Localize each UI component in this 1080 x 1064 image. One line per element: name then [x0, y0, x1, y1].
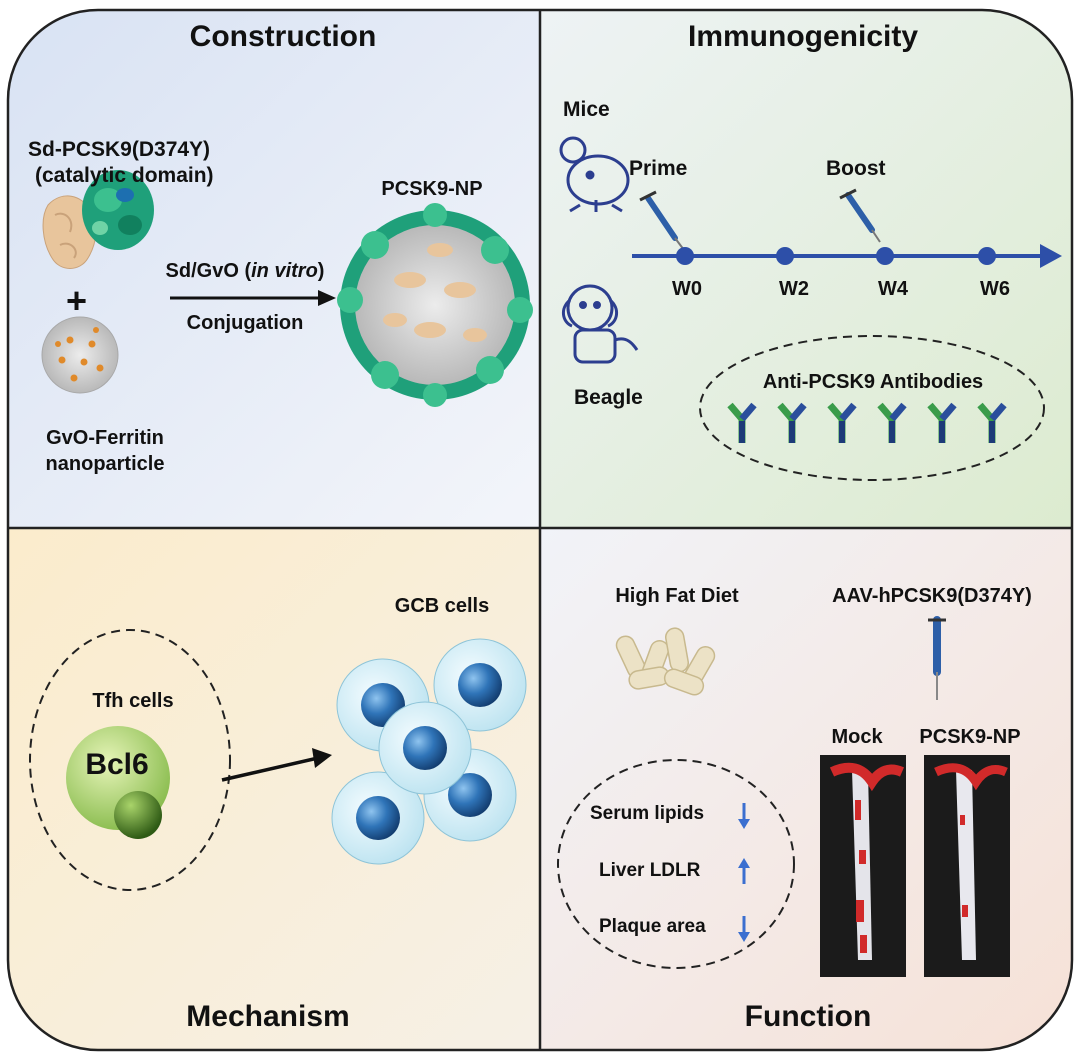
timepoint-label: W0	[672, 278, 702, 300]
reaction-arrow	[170, 290, 336, 306]
outcome-arrows	[738, 803, 750, 942]
immunogenicity-panel	[540, 10, 1072, 528]
timepoint-label: W4	[878, 278, 908, 300]
antibody-icon	[977, 402, 1007, 443]
group-pcsk9-np-label: PCSK9-NP	[919, 726, 1021, 748]
timepoint-label: W6	[980, 278, 1010, 300]
outcome-serum-lipids: Serum lipids	[590, 803, 705, 824]
antigen-subtitle: (catalytic domain)	[35, 164, 214, 187]
timepoint-dot	[676, 247, 694, 265]
antibody-icon	[727, 402, 757, 443]
ferritin-nanoparticle-icon	[41, 316, 119, 394]
timeline-dots	[676, 247, 996, 265]
antibody-label: Anti-PCSK9 Antibodies	[762, 371, 984, 393]
carrier-name-line1: GvO-Ferritin	[46, 427, 164, 449]
beagle-icon	[562, 284, 639, 364]
antibody-icon	[827, 402, 857, 443]
conjugation-label: Conjugation	[186, 312, 304, 334]
prime-label: Prime	[629, 157, 688, 180]
product-name: PCSK9-NP	[381, 178, 483, 200]
plus-sign: +	[66, 280, 88, 321]
function-title: Function	[744, 1000, 872, 1033]
outcome-liver-ldlr: Liver LDLR	[599, 860, 701, 881]
antibody-icon	[877, 402, 907, 443]
gcb-cells-icon	[331, 638, 527, 865]
aorta-photo-mock	[820, 755, 906, 977]
mechanism-title: Mechanism	[186, 1000, 350, 1033]
antibody-ellipse	[699, 335, 1045, 481]
bcl6-label: Bcl6	[85, 748, 149, 781]
aorta-photo-pcsk9-np	[924, 755, 1010, 977]
syringe-aav-icon	[928, 616, 946, 700]
antibody-row	[727, 402, 1007, 443]
syringe-boost-icon	[839, 188, 881, 243]
timepoint-dot	[776, 247, 794, 265]
antibody-icon	[777, 402, 807, 443]
capsules-icon	[615, 627, 716, 696]
arrow-down-icon	[738, 916, 750, 942]
outcome-ellipse	[557, 759, 795, 969]
arrow-down-icon	[738, 803, 750, 829]
mouse-icon	[559, 136, 630, 213]
outcome-plaque-area: Plaque area	[599, 916, 706, 937]
tfh-ellipse	[29, 629, 231, 891]
antibody-icon	[927, 402, 957, 443]
timepoint-dot	[876, 247, 894, 265]
species-beagle: Beagle	[574, 386, 643, 409]
timepoint-label: W2	[779, 278, 809, 300]
arrow-up-icon	[738, 858, 750, 884]
construction-title: Construction	[189, 20, 377, 53]
model-label: AAV-hPCSK9(D374Y)	[832, 585, 1032, 607]
immunogenicity-title: Immunogenicity	[687, 20, 919, 53]
tfh-label: Tfh cells	[92, 690, 174, 712]
group-mock-label: Mock	[831, 726, 883, 748]
tfh-nucleus-icon	[114, 791, 162, 839]
reaction-label: Sd/GvO (in vitro)	[165, 260, 325, 282]
gcb-label: GCB cells	[394, 595, 490, 617]
boost-label: Boost	[826, 157, 886, 180]
antigen-name: Sd-PCSK9(D374Y)	[28, 138, 211, 161]
timepoint-dot	[978, 247, 996, 265]
pcsk9-np-icon	[337, 203, 533, 407]
antigen-protein-icon	[42, 170, 154, 269]
carrier-name-line2: nanoparticle	[45, 453, 165, 475]
diet-label: High Fat Diet	[615, 585, 739, 607]
differentiation-arrow	[221, 748, 332, 782]
species-mice: Mice	[563, 98, 610, 121]
